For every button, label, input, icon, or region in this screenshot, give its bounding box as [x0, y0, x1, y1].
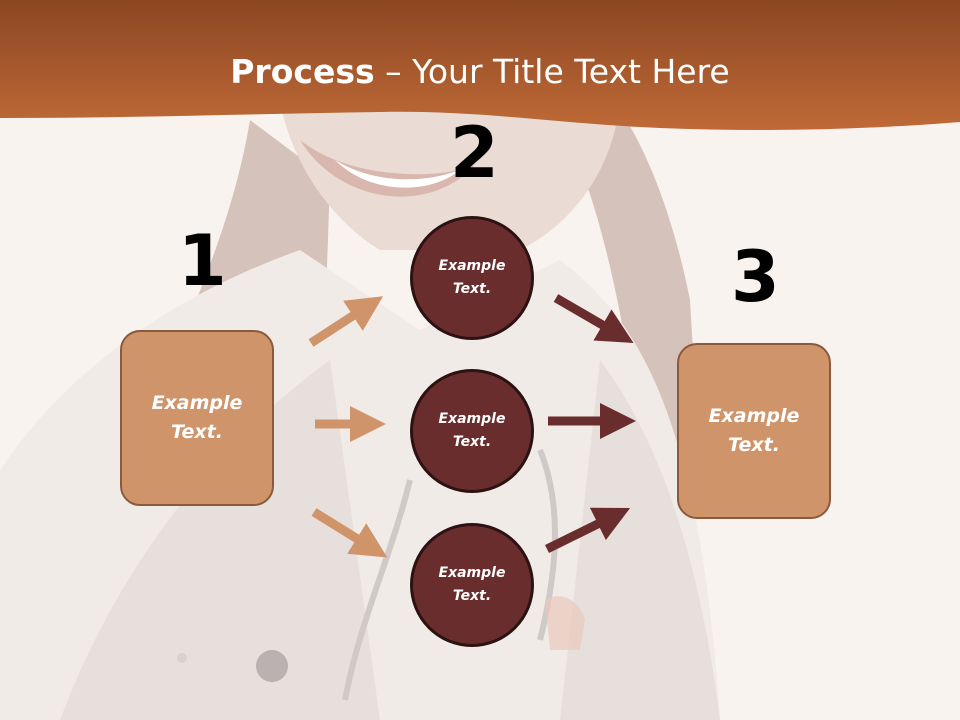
step1-text: Example Text.	[151, 392, 243, 443]
step2-circle-top: Example Text.	[410, 216, 534, 340]
step3-text: Example Text.	[708, 405, 800, 456]
arrow-box1-to-circle-bottom	[311, 508, 388, 558]
slide-title: Process – Your Title Text Here	[0, 52, 960, 91]
arrow-box1-to-circle-top	[308, 296, 384, 347]
arrow-circle-top-to-box3	[553, 294, 634, 344]
step2-circle-top-text: Example Text.	[438, 258, 506, 297]
title-rest: – Your Title Text Here	[374, 52, 730, 91]
step-number-1: 1	[178, 220, 227, 302]
step2-circle-middle: Example Text.	[410, 369, 534, 493]
title-bold: Process	[230, 52, 375, 91]
step2-circle-bottom: Example Text.	[410, 523, 534, 647]
step1-box: Example Text.	[120, 330, 274, 506]
step3-box: Example Text.	[677, 343, 831, 519]
step-number-2: 2	[450, 112, 499, 194]
step-number-3: 3	[731, 236, 780, 318]
arrow-circle-bottom-to-box3	[545, 507, 631, 554]
step2-circle-bottom-text: Example Text.	[438, 565, 506, 604]
step2-circle-middle-text: Example Text.	[438, 411, 506, 450]
